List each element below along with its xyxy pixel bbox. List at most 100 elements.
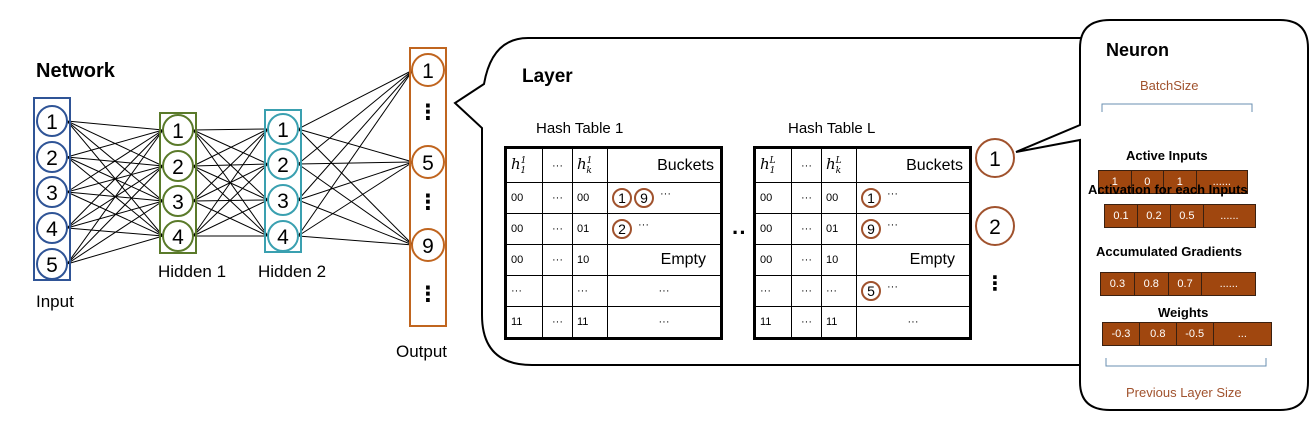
bar-cell: 0.8	[1140, 323, 1177, 345]
layer-neuron-1-label: 1	[989, 148, 1001, 171]
hidden2-label: Hidden 2	[258, 262, 327, 281]
bucket-entry: 9	[861, 219, 881, 239]
bar-cell: 0	[1132, 171, 1165, 193]
network-edge	[297, 163, 414, 246]
network-edge	[192, 128, 269, 202]
bucket-cell: 9 ···	[856, 213, 971, 245]
hidden1-layer-box	[159, 112, 197, 254]
bucket-entry: 1	[861, 188, 881, 208]
prev-layer-label: Previous Layer Size	[1126, 385, 1242, 400]
input-node-4	[36, 212, 68, 244]
network-edge	[66, 235, 164, 265]
input-node-1	[36, 105, 68, 137]
hash-dots-cell: ···	[791, 275, 822, 307]
bar-cell: 0.8	[1135, 273, 1169, 295]
network-title: Network	[36, 60, 115, 82]
network-edge	[192, 128, 269, 131]
bucket-more: ···	[887, 219, 898, 231]
bar-cell: ......	[1212, 176, 1231, 188]
layer-title: Layer	[522, 66, 573, 87]
hash-dots-cell: ···	[542, 306, 573, 339]
hash-code-cell: 00	[572, 182, 608, 214]
hash-dots-header: ···	[542, 147, 573, 183]
network-edge	[297, 69, 414, 201]
hidden2-node-label: 4	[277, 226, 289, 249]
input-node-5	[36, 248, 68, 280]
hash-code-cell: 10	[821, 244, 857, 276]
hash-table-l-title: Hash Table L	[788, 120, 876, 137]
hidden1-node-label: 2	[172, 156, 184, 179]
hash-dots-cell: ···	[542, 244, 573, 276]
bucket-cell: 2···	[607, 213, 722, 245]
hash-code-cell: 11	[572, 306, 608, 339]
output-node-9	[411, 228, 445, 262]
hidden2-node-2	[267, 148, 299, 180]
output-node-label: 9	[422, 235, 434, 258]
hash-code-cell: ···	[572, 275, 608, 307]
hash-hk-header: h1k	[572, 147, 608, 183]
network-edge	[297, 128, 414, 246]
tables-separator: ··	[732, 220, 747, 245]
network-edge	[297, 199, 414, 246]
network-edge	[297, 161, 414, 201]
input-node-label: 4	[46, 218, 58, 241]
hash-code-cell: 11	[754, 306, 792, 339]
network-edge	[297, 161, 414, 237]
hash-code-cell: 00	[754, 213, 792, 245]
hash-code-cell: 00	[505, 213, 543, 245]
hash-dots-cell: ···	[791, 244, 822, 276]
bucket-cell: Empty	[607, 244, 722, 276]
hash-dots-cell	[542, 275, 573, 307]
bucket-entry: 2	[612, 219, 632, 239]
hidden1-node-label: 3	[172, 191, 184, 214]
table-row: ·········	[505, 275, 722, 307]
buckets-header: Buckets	[607, 147, 722, 183]
network-edge	[192, 199, 269, 237]
bucket-cell: 1···	[856, 182, 971, 214]
activation-label: Activation for each Inputs	[1088, 182, 1248, 197]
bucket-more: ···	[887, 281, 898, 293]
output-label: Output	[396, 342, 448, 361]
hash-code-cell: 11	[821, 306, 857, 339]
bucket-cell: Empty	[856, 244, 971, 276]
hidden1-node-3	[162, 185, 194, 217]
network-edge	[66, 120, 164, 131]
batchsize-brace	[1101, 103, 1253, 112]
bar-cell: 1	[1164, 171, 1197, 193]
output-node-label: ⋮	[418, 101, 439, 124]
bar-cell: 0.1	[1105, 205, 1138, 227]
output-layer-box	[409, 47, 447, 327]
hash-code-cell: 00	[754, 244, 792, 276]
network-edge	[66, 129, 164, 265]
hidden1-node-label: 1	[172, 120, 184, 143]
network-edge	[192, 163, 269, 237]
bar-cell: 0.7	[1169, 273, 1203, 295]
hidden2-node-label: 3	[277, 190, 289, 213]
output-node-label: 1	[422, 60, 434, 83]
output-node-5	[411, 145, 445, 179]
layer-neuron-2	[975, 206, 1015, 246]
input-node-label: 5	[46, 254, 58, 277]
weights-label: Weights	[1158, 305, 1209, 320]
output-node-label: 5	[422, 152, 434, 175]
bar-cell: -0.3	[1103, 323, 1140, 345]
bucket-entry: 1	[612, 188, 632, 208]
hash-code-cell: 10	[572, 244, 608, 276]
network-edge	[66, 129, 164, 193]
output-node-1	[411, 53, 445, 87]
input-node-label: 2	[46, 147, 58, 170]
bucket-cell: ···	[607, 275, 722, 307]
hidden1-node-label: 4	[172, 226, 184, 249]
network-edge	[192, 128, 269, 167]
bucket-cell: 5···	[856, 275, 971, 307]
hash-hk-header: hLk	[821, 147, 857, 183]
